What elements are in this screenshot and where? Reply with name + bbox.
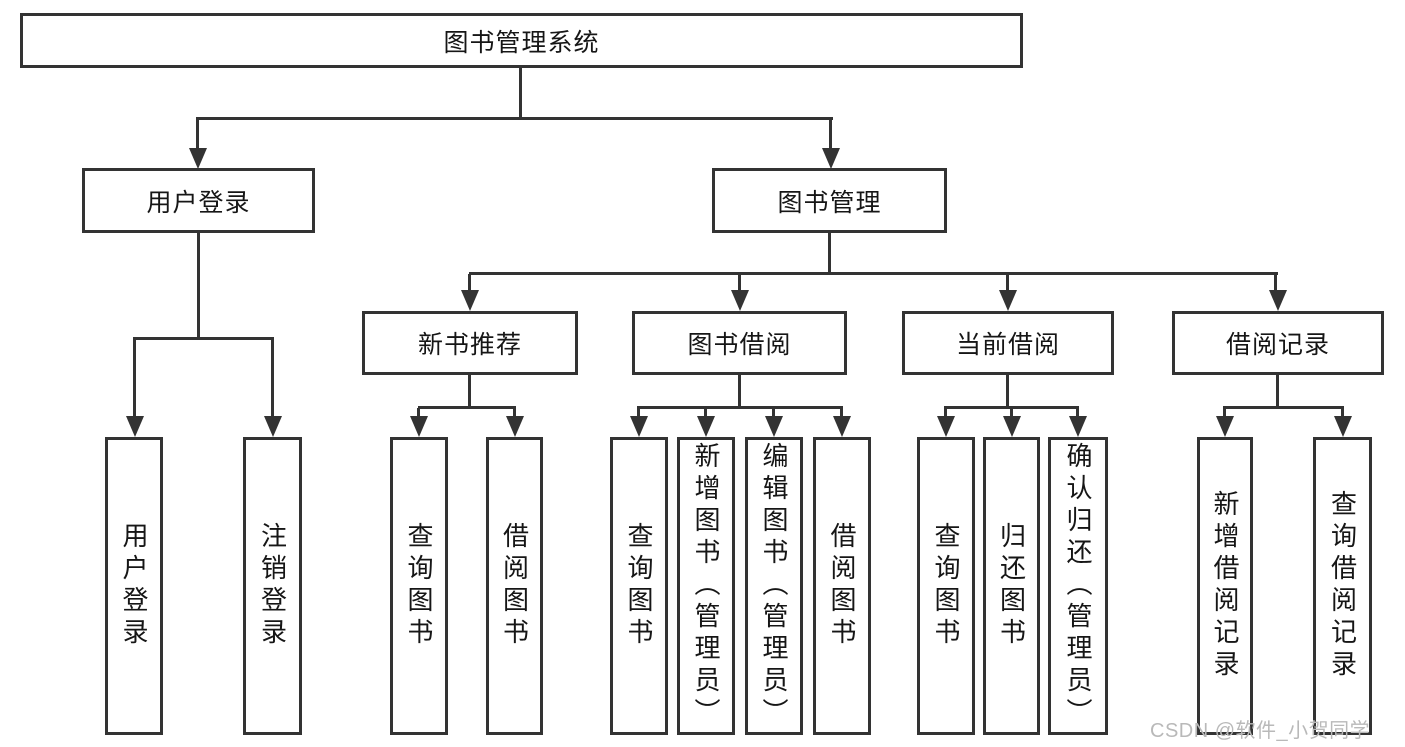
connector-line	[1276, 373, 1279, 408]
connector-line	[1076, 408, 1079, 418]
node-leaf-query-books-current-label: 查询图书	[931, 522, 961, 650]
node-leaf-add-books-admin-label: 新增图书（管理员）	[691, 442, 721, 730]
node-new-book-recommendation-label: 新书推荐	[417, 331, 522, 359]
node-leaf-borrow-books-recommend-label: 借阅图书	[499, 522, 530, 650]
connector-line	[1274, 274, 1277, 292]
arrow-down-icon	[821, 148, 840, 169]
node-leaf-user-login: 用户登录	[105, 437, 163, 735]
node-book-management: 图书管理	[712, 168, 947, 233]
node-leaf-add-books-admin: 新增图书（管理员）	[677, 437, 735, 735]
connector-line	[133, 337, 274, 340]
connector-line	[468, 373, 471, 408]
arrow-down-icon	[765, 416, 783, 437]
connector-line	[944, 408, 947, 418]
arrow-down-icon	[125, 416, 144, 437]
arrow-down-icon	[730, 290, 749, 311]
node-book-borrowing-label: 图书借阅	[687, 331, 792, 359]
node-root: 图书管理系统	[20, 13, 1023, 68]
node-leaf-confirm-return-admin-label: 确认归还（管理员）	[1063, 442, 1093, 730]
arrow-down-icon	[937, 416, 955, 437]
arrow-down-icon	[1069, 416, 1087, 437]
node-leaf-return-books: 归还图书	[983, 437, 1040, 735]
connector-line	[1006, 274, 1009, 292]
node-user-login-label: 用户登录	[146, 188, 251, 217]
node-book-borrowing: 图书借阅	[632, 311, 847, 375]
connector-line	[944, 406, 1079, 409]
arrow-down-icon	[1216, 416, 1234, 437]
arrow-down-icon	[188, 148, 207, 169]
arrow-down-icon	[697, 416, 715, 437]
connector-line	[738, 373, 741, 408]
node-book-management-label: 图书管理	[777, 188, 882, 217]
node-root-label: 图书管理系统	[443, 28, 600, 57]
connector-line	[637, 406, 843, 409]
connector-line	[417, 408, 420, 418]
arrow-down-icon	[999, 290, 1017, 311]
connector-line	[637, 408, 640, 418]
connector-line	[133, 339, 136, 417]
node-current-borrowing-label: 当前借阅	[955, 331, 1060, 359]
node-leaf-query-borrow-record-label: 查询借阅记录	[1327, 490, 1358, 682]
arrow-down-icon	[1333, 416, 1352, 437]
arrow-down-icon	[630, 416, 648, 437]
connector-line	[1341, 408, 1344, 418]
arrow-down-icon	[833, 416, 851, 437]
node-borrowing-records-label: 借阅记录	[1225, 331, 1330, 359]
node-leaf-query-books-recommend-label: 查询图书	[404, 522, 434, 650]
connector-line	[1006, 373, 1009, 408]
node-leaf-query-books-recommend: 查询图书	[390, 437, 448, 735]
connector-line	[1223, 406, 1344, 409]
node-leaf-query-books-borrowing: 查询图书	[610, 437, 668, 735]
node-leaf-borrow-books-borrowing: 借阅图书	[813, 437, 871, 735]
arrow-down-icon	[505, 416, 524, 437]
connector-line	[418, 406, 516, 409]
connector-line	[271, 339, 274, 417]
node-current-borrowing: 当前借阅	[902, 311, 1114, 375]
arrow-down-icon	[1002, 416, 1021, 437]
node-leaf-confirm-return-admin: 确认归还（管理员）	[1048, 437, 1108, 735]
node-leaf-add-borrow-record: 新增借阅记录	[1197, 437, 1253, 735]
connector-line	[828, 231, 831, 275]
connector-line	[1010, 408, 1013, 418]
connector-line	[840, 408, 843, 418]
arrow-down-icon	[1268, 290, 1287, 311]
node-leaf-borrow-books-recommend: 借阅图书	[486, 437, 543, 735]
node-leaf-query-borrow-record: 查询借阅记录	[1313, 437, 1372, 735]
node-leaf-add-borrow-record-label: 新增借阅记录	[1210, 490, 1240, 682]
connector-line	[704, 408, 707, 418]
arrow-down-icon	[410, 416, 428, 437]
node-leaf-edit-books-admin-label: 编辑图书（管理员）	[759, 442, 789, 730]
node-leaf-query-books-current: 查询图书	[917, 437, 975, 735]
node-user-login: 用户登录	[82, 168, 315, 233]
connector-line	[519, 66, 522, 119]
connector-line	[1223, 408, 1226, 418]
node-leaf-edit-books-admin: 编辑图书（管理员）	[745, 437, 803, 735]
connector-line	[468, 274, 471, 292]
node-new-book-recommendation: 新书推荐	[362, 311, 578, 375]
connector-line	[738, 274, 741, 292]
node-leaf-user-login-label: 用户登录	[119, 522, 149, 650]
connector-line	[469, 272, 1278, 275]
csdn-watermark: CSDN @软件_小贺同学	[1150, 720, 1371, 742]
connector-line	[513, 408, 516, 418]
connector-line	[196, 117, 833, 120]
node-leaf-logout: 注销登录	[243, 437, 302, 735]
arrow-down-icon	[263, 416, 282, 437]
node-leaf-query-books-borrowing-label: 查询图书	[624, 522, 654, 650]
arrow-down-icon	[461, 290, 479, 311]
node-leaf-borrow-books-borrowing-label: 借阅图书	[827, 522, 857, 650]
node-borrowing-records: 借阅记录	[1172, 311, 1384, 375]
connector-line	[196, 119, 199, 151]
connector-line	[829, 119, 832, 151]
node-leaf-logout-label: 注销登录	[257, 522, 288, 650]
connector-line	[197, 231, 200, 339]
node-leaf-return-books-label: 归还图书	[996, 522, 1027, 650]
connector-line	[772, 408, 775, 418]
